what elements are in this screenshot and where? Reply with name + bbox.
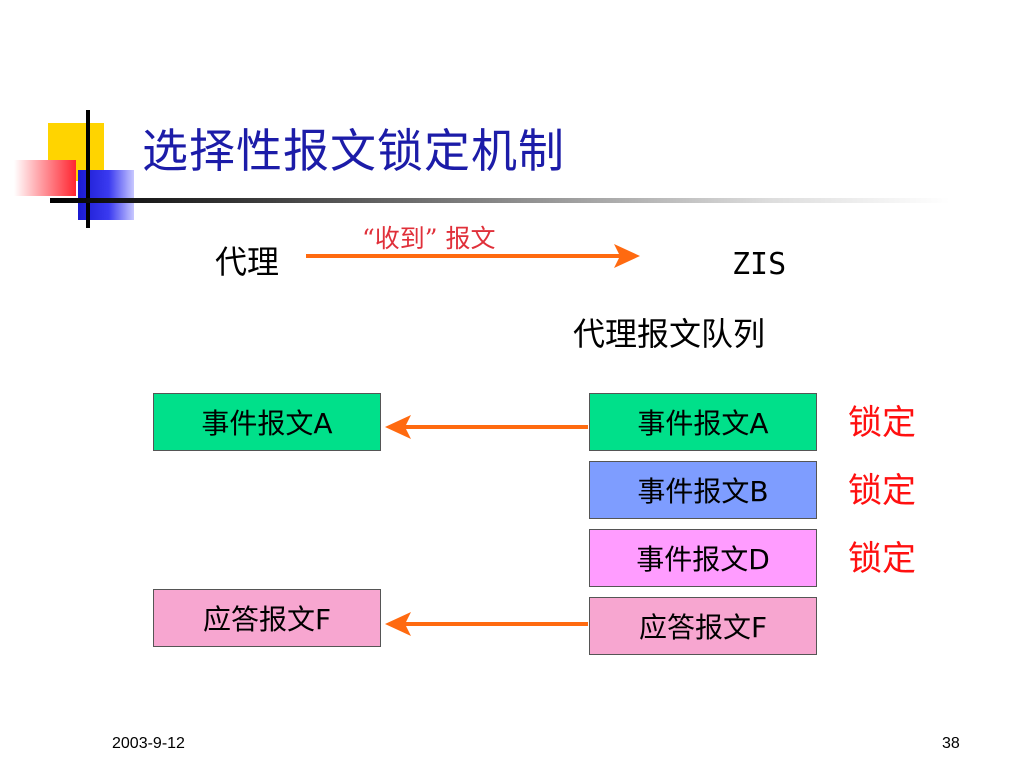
logo-vertical-line <box>86 110 90 228</box>
logo-square-red <box>14 160 76 196</box>
lock-label-d: 锁定 <box>848 539 916 579</box>
agent-event-a-box: 事件报文A <box>153 393 381 451</box>
queue-event-b-box: 事件报文B <box>589 461 817 519</box>
lock-label-b: 锁定 <box>848 471 916 511</box>
received-message-label: “收到” 报文 <box>362 224 496 253</box>
zis-label: ZIS <box>732 247 787 282</box>
agent-response-f-box: 应答报文F <box>153 589 381 647</box>
footer-date: 2003-9-12 <box>112 735 185 752</box>
queue-response-f-box: 应答报文F <box>589 597 817 655</box>
arrow-response-f-back <box>385 612 588 636</box>
queue-event-d-box: 事件报文D <box>589 529 817 587</box>
agent-label: 代理 <box>215 243 280 281</box>
arrow-event-a-back <box>385 415 588 439</box>
lock-label-a: 锁定 <box>848 403 916 443</box>
queue-event-a-box: 事件报文A <box>589 393 817 451</box>
slide-title: 选择性报文锁定机制 <box>142 124 565 178</box>
footer-page-number: 38 <box>942 735 960 752</box>
title-underline <box>50 198 950 203</box>
agent-queue-label: 代理报文队列 <box>573 315 766 353</box>
